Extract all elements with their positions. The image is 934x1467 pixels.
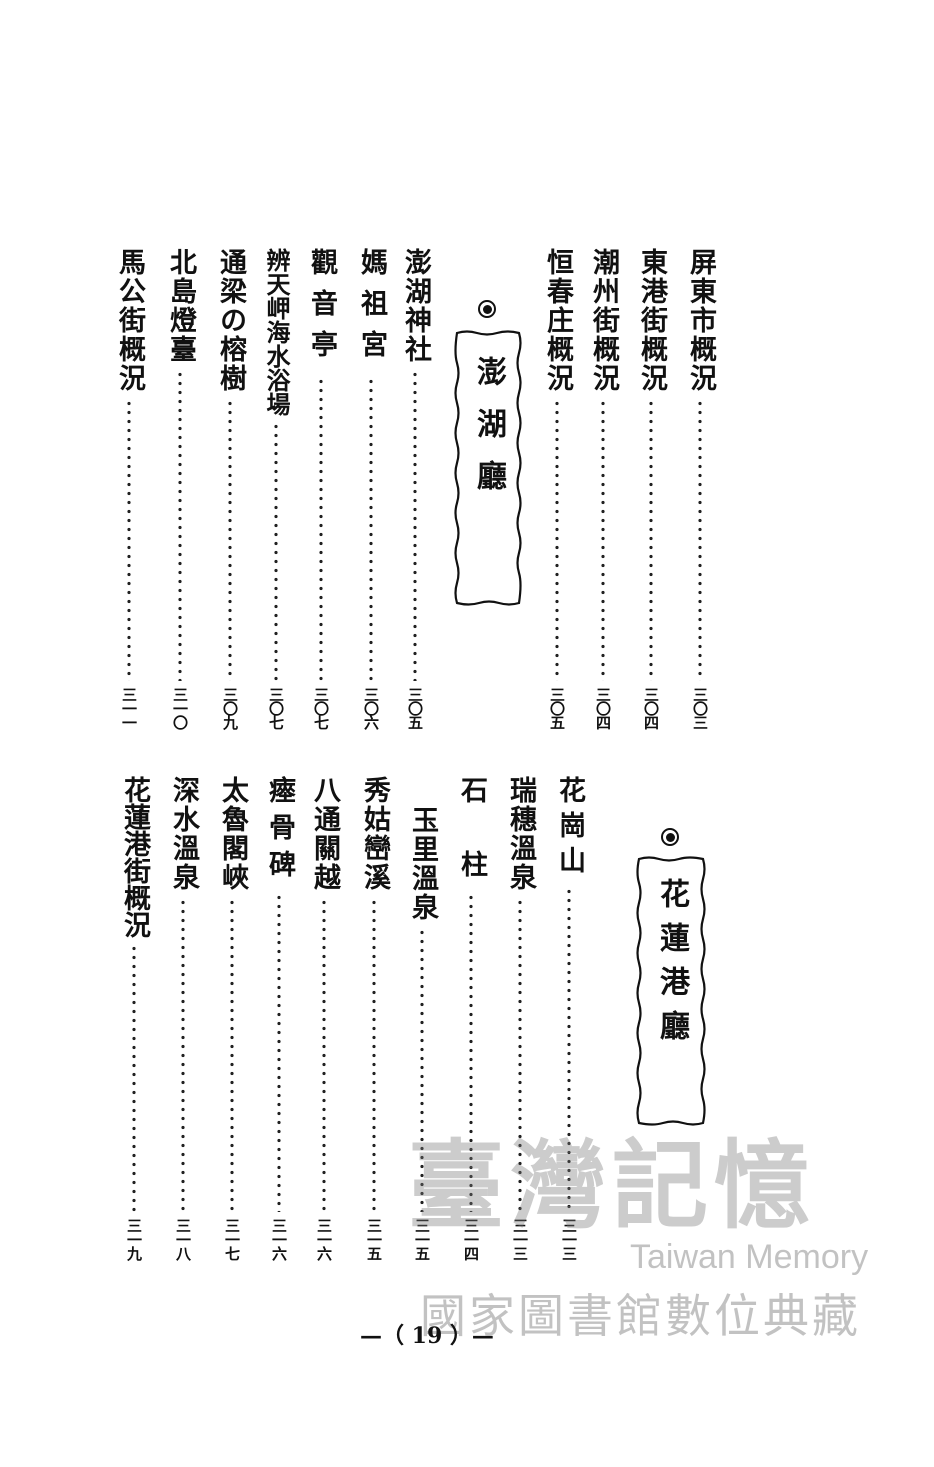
- toc-entry-title: 屏東市概況: [685, 248, 716, 393]
- section-header-label: 澎湖廳: [471, 356, 506, 512]
- toc-entry-page: 三一六: [270, 1218, 288, 1260]
- toc-entry-page: 三一八: [174, 1218, 192, 1260]
- toc-entry-title: 瘞骨碑: [264, 776, 295, 887]
- dot-leader: [274, 422, 278, 681]
- toc-entry[interactable]: 觀音亭 三〇七: [304, 248, 338, 733]
- dot-leader: [698, 399, 702, 681]
- watermark-logo: 臺灣記憶: [408, 1129, 816, 1242]
- toc-entry-page: 三〇七: [267, 687, 285, 729]
- toc-entry[interactable]: 潮州街概況 三〇四: [586, 248, 620, 733]
- dot-leader: [649, 399, 653, 681]
- dot-leader: [413, 370, 417, 681]
- toc-entry-page: 三一〇: [171, 687, 189, 729]
- toc-entry-page: 三一五: [365, 1218, 383, 1260]
- wavy-border: [636, 856, 706, 1126]
- wavy-border: [454, 330, 522, 606]
- toc-entry-page: 三一三: [511, 1218, 529, 1260]
- toc-entry-page: 三一九: [125, 1218, 143, 1260]
- page-number: —（ 19 ）—: [360, 1323, 494, 1349]
- section-header-label: 花蓮港廳: [654, 878, 689, 1054]
- toc-entry-page: 三一四: [462, 1218, 480, 1260]
- toc-entry[interactable]: 八通關越 三一六: [307, 776, 341, 1264]
- toc-entry-title: 媽祖宮: [356, 248, 387, 371]
- toc-entry[interactable]: 恒春庄概況 三〇五: [540, 248, 574, 733]
- toc-entry[interactable]: 秀姑巒溪 三一五: [357, 776, 391, 1264]
- toc-entry-page: 三〇五: [406, 687, 424, 729]
- toc-entry-page: 三一三: [560, 1218, 578, 1260]
- dot-leader: [601, 399, 605, 681]
- dot-leader: [369, 377, 373, 681]
- dot-leader: [420, 928, 424, 1212]
- toc-entry-title: 辨天岬海水浴場: [262, 248, 291, 416]
- toc-entry[interactable]: 東港街概況 三〇四: [634, 248, 668, 733]
- toc-entry[interactable]: 辨天岬海水浴場 三〇七: [259, 248, 293, 733]
- toc-entry-page: 三〇三: [691, 687, 709, 729]
- toc-entry[interactable]: 瑞穗溫泉 三一三: [503, 776, 537, 1264]
- section-header-box: 花蓮港廳: [636, 856, 706, 1126]
- dot-leader: [178, 370, 182, 681]
- dot-leader: [181, 898, 185, 1212]
- toc-entry-page: 三〇六: [362, 687, 380, 729]
- bullet-icon: [478, 300, 496, 318]
- toc-entry-title: 觀音亭: [306, 248, 337, 371]
- toc-entry[interactable]: 瘞骨碑 三一六: [262, 776, 296, 1264]
- toc-entry-page: 三〇五: [548, 687, 566, 729]
- dot-leader: [132, 944, 136, 1212]
- toc-entry-title: 八通關越: [309, 776, 340, 892]
- toc-entry-title: 秀姑巒溪: [359, 776, 390, 892]
- toc-entry[interactable]: 花蓮港街概況 三一九: [117, 776, 151, 1264]
- dot-leader: [322, 898, 326, 1212]
- dot-leader: [228, 399, 232, 681]
- dot-leader: [555, 399, 559, 681]
- dot-leader: [127, 399, 131, 681]
- toc-entry[interactable]: 深水溫泉 三一八: [166, 776, 200, 1264]
- toc-entry-title: 瑞穗溫泉: [505, 776, 536, 892]
- toc-entry-title: 北島燈臺: [165, 248, 196, 364]
- bullet-icon: [661, 828, 679, 846]
- toc-entry-title: 澎湖神社: [400, 248, 431, 364]
- toc-entry[interactable]: 屏東市概況 三〇三: [683, 248, 717, 733]
- toc-entry-page: 三一七: [223, 1218, 241, 1260]
- dot-leader: [469, 893, 473, 1212]
- toc-entry-title: 石 柱: [456, 776, 487, 887]
- toc-entry[interactable]: 玉里溫泉 三一五: [405, 776, 439, 1264]
- dot-leader: [319, 377, 323, 681]
- toc-entry-title: 太魯閣峽: [217, 776, 248, 892]
- toc-entry-title: 潮州街概況: [588, 248, 619, 393]
- toc-entry[interactable]: 北島燈臺 三一〇: [163, 248, 197, 733]
- toc-entry-title: 玉里溫泉: [407, 806, 438, 922]
- dot-leader: [518, 898, 522, 1212]
- watermark-subtitle: 國家圖書館數位典藏: [420, 1289, 861, 1343]
- toc-entry-title: 通梁の榕樹: [215, 248, 246, 393]
- section-header-box: 澎湖廳: [454, 330, 522, 606]
- toc-entry-title: 東港街概況: [636, 248, 667, 393]
- toc-entry-page: 三〇四: [594, 687, 612, 729]
- dot-leader: [230, 898, 234, 1212]
- dot-leader: [372, 898, 376, 1212]
- toc-entry-title: 花蓮港街概況: [119, 776, 150, 938]
- toc-entry[interactable]: 澎湖神社 三〇五: [398, 248, 432, 733]
- toc-entry[interactable]: 馬公街概況 三一一: [112, 248, 146, 733]
- toc-entry-page: 三〇四: [642, 687, 660, 729]
- toc-entry-page: 三〇七: [312, 687, 330, 729]
- toc-entry[interactable]: 石 柱 三一四: [454, 776, 488, 1264]
- toc-entry-title: 恒春庄概況: [542, 248, 573, 393]
- toc-entry-page: 三一一: [120, 687, 138, 729]
- toc-entry-page: 三一五: [413, 1218, 431, 1260]
- toc-entry-page: 三〇九: [221, 687, 239, 729]
- toc-entry-title: 馬公街概況: [114, 248, 145, 393]
- dot-leader: [567, 887, 571, 1212]
- toc-entry-title: 花崗山: [554, 776, 585, 881]
- toc-entry[interactable]: 太魯閣峽 三一七: [215, 776, 249, 1264]
- toc-entry[interactable]: 花崗山 三一三: [552, 776, 586, 1264]
- toc-entry[interactable]: 通梁の榕樹 三〇九: [213, 248, 247, 733]
- toc-entry[interactable]: 媽祖宮 三〇六: [354, 248, 388, 733]
- toc-entry-title: 深水溫泉: [168, 776, 199, 892]
- dot-leader: [277, 893, 281, 1212]
- watermark-english: Taiwan Memory: [630, 1238, 869, 1276]
- toc-entry-page: 三一六: [315, 1218, 333, 1260]
